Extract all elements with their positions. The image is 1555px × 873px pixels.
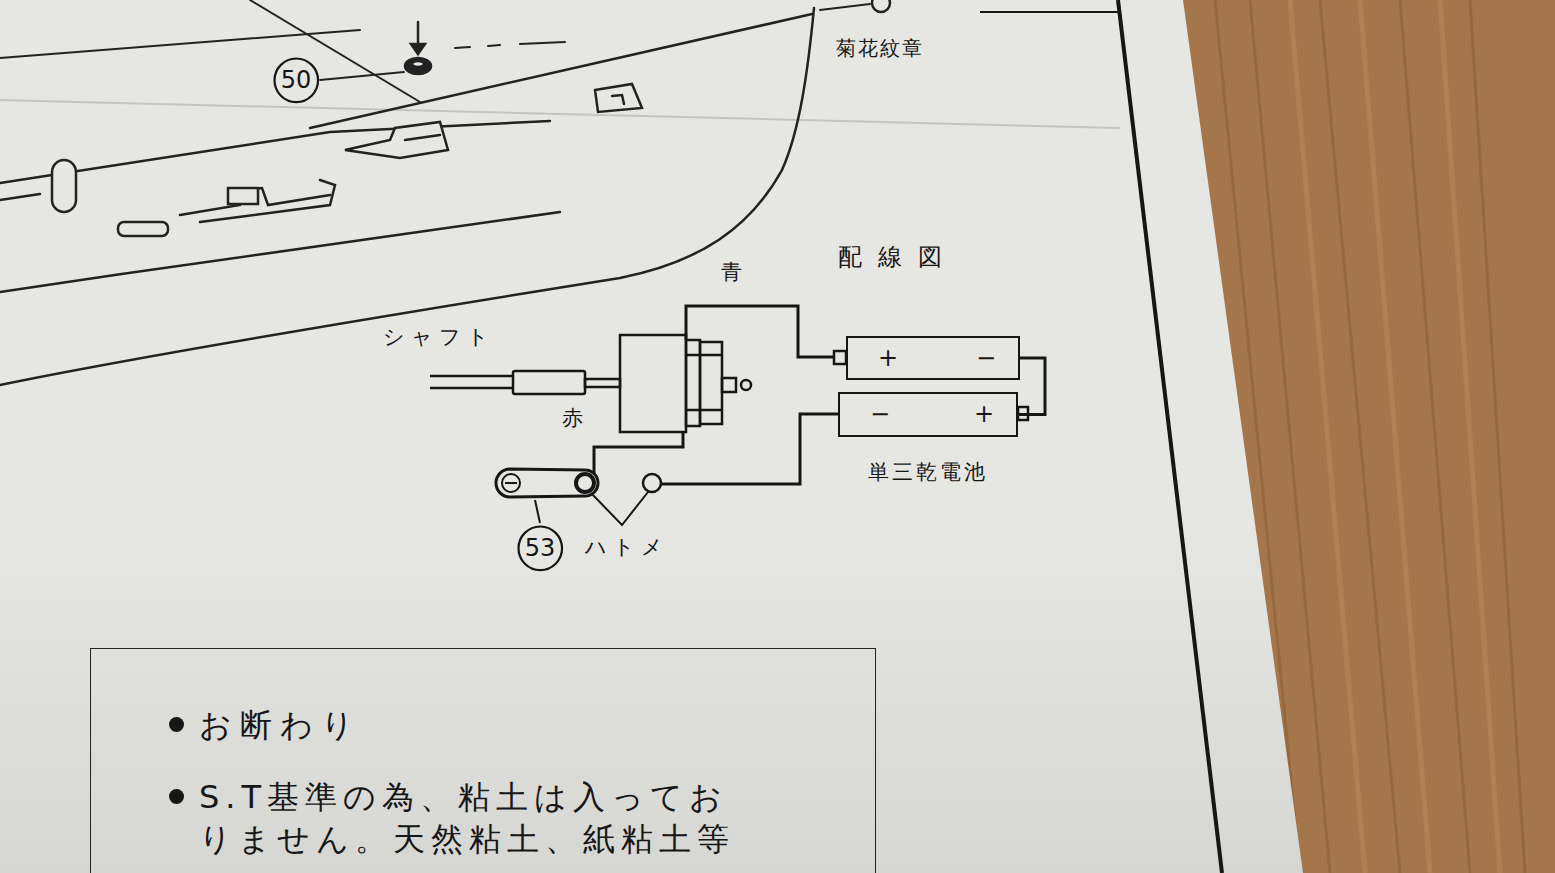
ship-hull-part: [200, 180, 335, 222]
bullet-dot: [169, 717, 184, 732]
ship-hull-part: [411, 44, 425, 54]
leader-lines-part: [591, 492, 648, 525]
paper-sheet: [0, 0, 1303, 873]
terminal-lug-part: [576, 474, 594, 492]
wires-part: [686, 306, 834, 357]
ship-hull-part: [0, 194, 40, 200]
motor-symbol: [430, 335, 751, 432]
ship-hull-part: [320, 72, 404, 80]
motor-symbol-part: [686, 409, 722, 412]
motor-symbol-part: [620, 335, 686, 432]
wires-part: [661, 414, 838, 484]
ship-hull-part: [180, 188, 330, 215]
paper-sheet-part: [0, 0, 1303, 873]
motor-symbol-part: [430, 387, 513, 390]
polarity-sign: +: [974, 401, 994, 427]
motor-symbol-part: [513, 371, 585, 394]
battery-terminals-part: [834, 351, 846, 364]
ship-hull-part: [405, 58, 431, 74]
polarity-sign: −: [870, 401, 890, 427]
ship-hull-part: [405, 135, 440, 140]
motor-symbol-part: [686, 340, 700, 426]
leader-lines: [535, 492, 648, 525]
terminal-lug: [496, 469, 661, 497]
terminal-lug-part: [643, 474, 661, 492]
motor-symbol-part: [741, 380, 751, 390]
ship-hull-part: [820, 4, 870, 10]
motor-symbol-part: [722, 378, 736, 392]
ship-hull-part: [345, 122, 448, 158]
battery-cell: +−: [846, 336, 1020, 380]
ship-hull-part: [455, 42, 565, 48]
ship-hull-part: [0, 121, 550, 183]
note-heading: お断わり: [199, 704, 855, 746]
paper-sheet-part: [0, 0, 1303, 873]
part-name: ハトメ: [585, 535, 669, 560]
ship-hull-part: [872, 0, 890, 12]
polarity-sign: +: [878, 345, 898, 371]
ship-hull-part: [310, 14, 812, 128]
part-name: 単三乾電池: [868, 460, 988, 485]
part-name: 菊花紋章: [836, 36, 924, 60]
terminal-lug-part: [496, 469, 598, 497]
ship-hull: [0, 0, 890, 385]
part-name: シャフト: [383, 325, 495, 350]
callout-circle: [518, 526, 562, 570]
ship-hull-part: [52, 160, 76, 212]
callout-number: 53: [517, 525, 564, 572]
ship-hull-part: [595, 84, 642, 112]
bullet-dot: [169, 789, 184, 804]
wire-color: 赤: [562, 406, 583, 431]
battery-cell: −+: [838, 392, 1018, 437]
ship-hull-part: [250, 0, 420, 102]
wires: [594, 306, 838, 484]
note-box: お断わり S.T基準の為、粘土は入ってお りません。天然粘土、紙粘土等: [90, 648, 876, 873]
ship-hull-part: [0, 8, 814, 385]
callout-number-text: 50: [281, 67, 312, 93]
callout-number: 50: [273, 57, 320, 104]
terminal-lug-part: [502, 474, 520, 492]
paper-sheet-part: [0, 100, 1120, 128]
note-text: S.T基準の為、粘土は入ってお りません。天然粘土、紙粘土等: [199, 776, 799, 860]
wires-part: [594, 432, 683, 476]
ship-hull-part: [118, 222, 168, 236]
callout-circle: [274, 58, 318, 102]
polarity-sign: −: [976, 345, 996, 371]
ship-hull-part: [228, 188, 258, 204]
motor-symbol-part: [430, 375, 513, 378]
wood-table-part: [1290, 0, 1500, 873]
terminal-lug-part: [505, 482, 517, 484]
ship-hull-part: [412, 61, 424, 67]
wire-color: 青: [721, 260, 742, 285]
motor-symbol-part: [686, 354, 722, 357]
diagram-title: 配線図: [838, 243, 958, 272]
wire-connector: [1018, 358, 1045, 415]
leader-lines-part: [535, 500, 540, 523]
motor-symbol-part: [585, 379, 620, 387]
page-frame-part: [1118, 0, 1222, 873]
callout-number-text: 53: [525, 535, 556, 561]
page-frame-part: [980, 11, 1119, 13]
ship-hull-part: [612, 95, 624, 104]
ship-hull-part: [0, 212, 560, 292]
